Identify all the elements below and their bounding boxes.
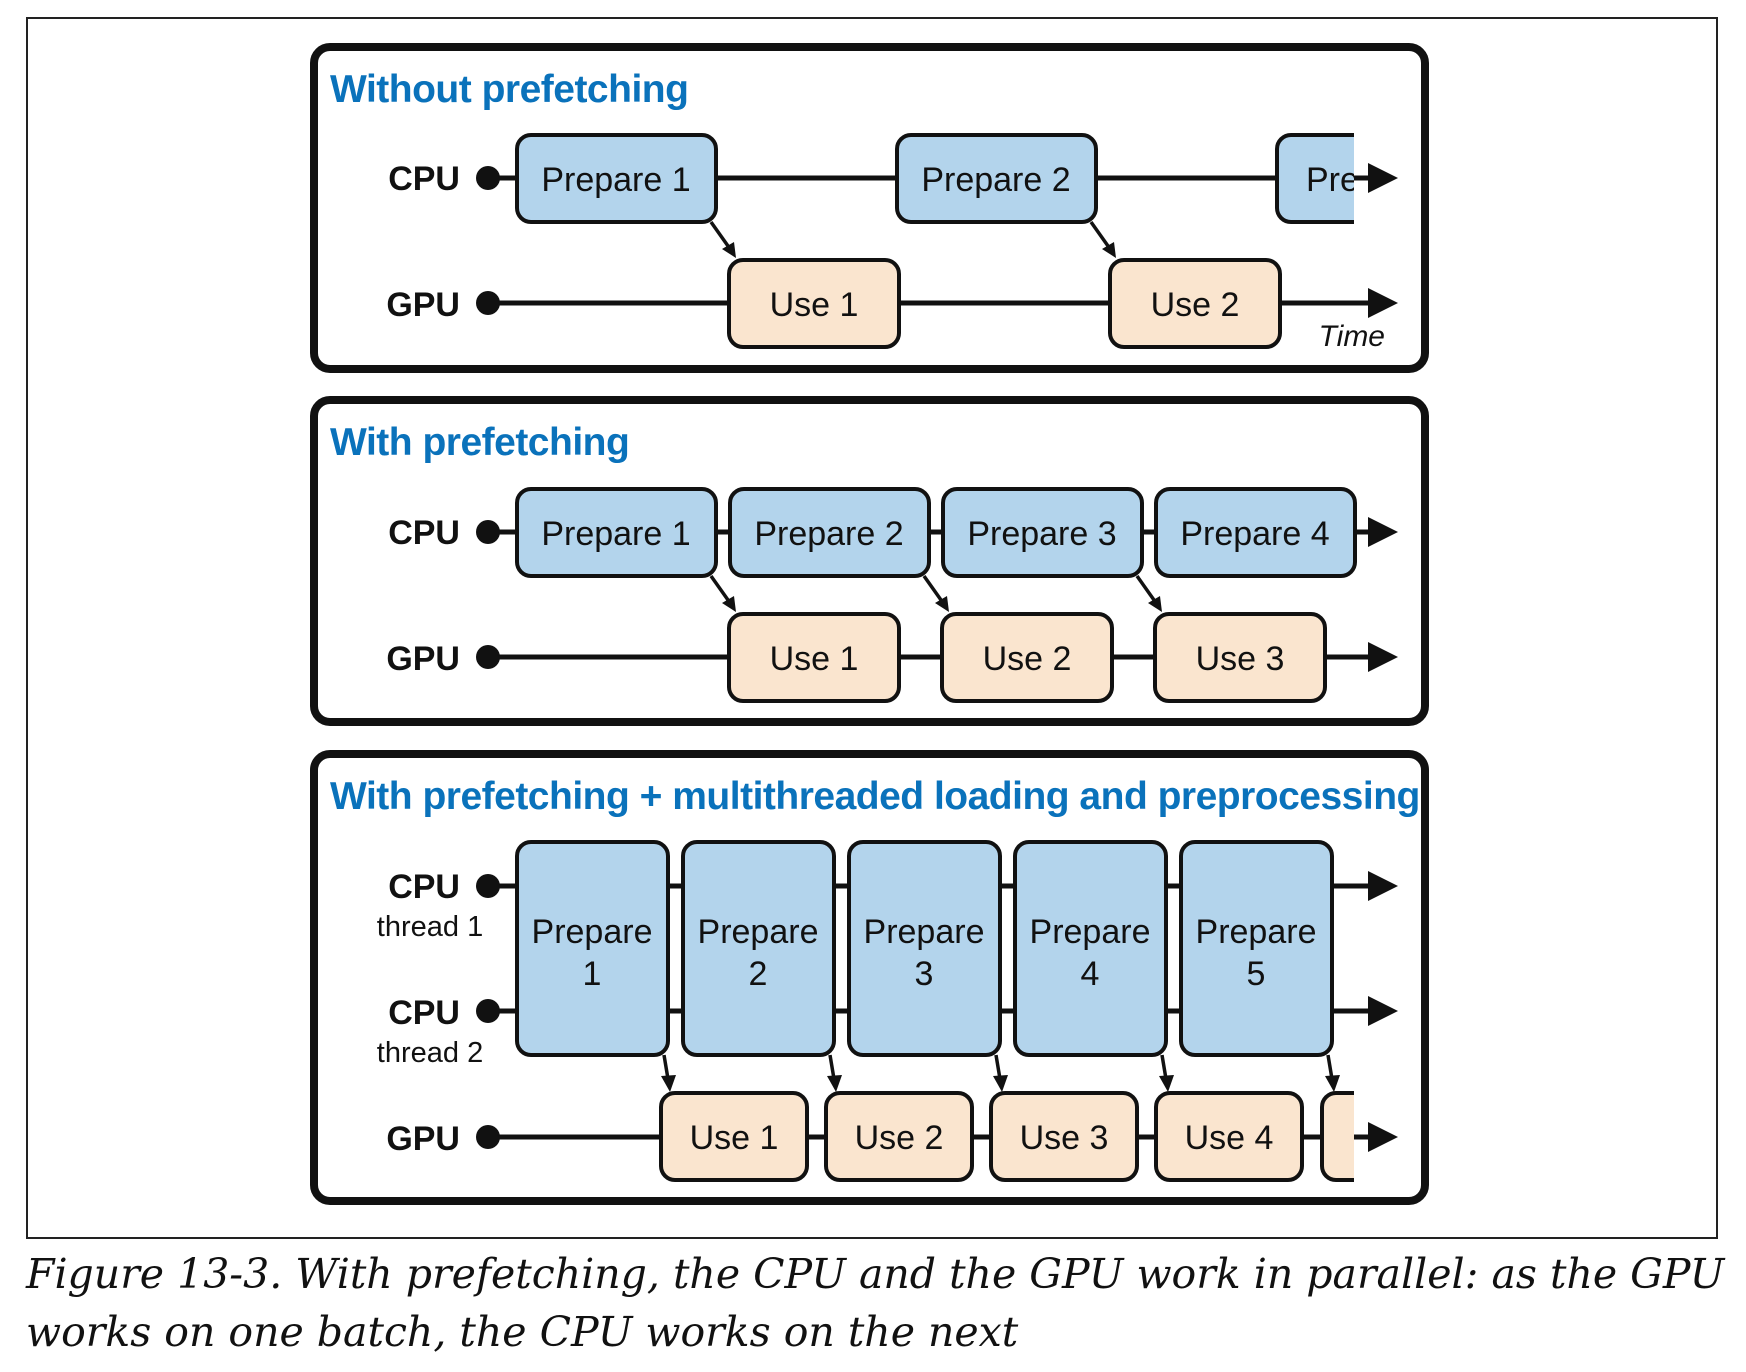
prepare-label: Prepare 2 — [754, 515, 903, 553]
use-label: Use 1 — [690, 1119, 779, 1157]
time-axis-label: Time — [1319, 320, 1385, 353]
timeline-arrowhead — [1368, 163, 1398, 193]
dependency-arrowhead — [935, 596, 949, 612]
use-label: Use 1 — [770, 640, 859, 678]
use-box — [824, 1091, 974, 1182]
dependency-arrow — [709, 574, 730, 602]
figure-caption: Figure 13-3. With prefetching, the CPU a… — [26, 1250, 1725, 1356]
prepare-label-line2: 4 — [1081, 955, 1100, 993]
prepare-box-tall — [1013, 840, 1168, 1057]
row-label-gpu: GPU — [386, 286, 460, 324]
use-box — [1108, 258, 1282, 349]
prepare-box-partial — [1275, 133, 1354, 224]
timeline-arrowhead — [1368, 1122, 1398, 1152]
row-label-cpu: CPU — [388, 160, 460, 198]
row-label-cpu: CPU — [388, 994, 460, 1032]
prepare-box — [1154, 487, 1357, 578]
dependency-arrow — [994, 1054, 1002, 1080]
prepare-label: Prepare 1 — [541, 161, 690, 199]
prepare-box-tall — [1179, 840, 1334, 1057]
dependency-arrowhead — [722, 242, 736, 258]
use-box — [1153, 612, 1327, 703]
panel-title: With prefetching + multithreaded loading… — [330, 775, 1420, 818]
dependency-arrow — [922, 574, 943, 602]
timeline-arrowhead — [1368, 517, 1398, 547]
use-label: Use 2 — [855, 1119, 944, 1157]
dependency-arrow — [709, 220, 730, 248]
prepare-label-line2: 2 — [749, 955, 768, 993]
dependency-arrow — [1135, 574, 1156, 602]
dependency-arrowhead — [1148, 596, 1162, 612]
prepare-box — [515, 133, 718, 224]
use-label: Use 4 — [1185, 1119, 1274, 1157]
use-box — [989, 1091, 1139, 1182]
dependency-arrow — [1089, 220, 1110, 248]
figure-frame — [26, 17, 1718, 1239]
prepare-label: Prepare 3 — [967, 515, 1116, 553]
dependency-arrow — [828, 1054, 836, 1080]
prepare-box-tall — [515, 840, 670, 1057]
dependency-arrow — [662, 1054, 670, 1080]
prepare-box — [515, 487, 718, 578]
use-box — [727, 612, 901, 703]
dependency-arrowhead — [661, 1075, 676, 1092]
dependency-arrowhead — [827, 1075, 842, 1092]
prepare-label-line2: 1 — [583, 955, 602, 993]
dependency-arrowhead — [1325, 1075, 1340, 1092]
prepare-label: Prepare 2 — [921, 161, 1070, 199]
prepare-label-partial: Pre — [1306, 161, 1359, 199]
prepare-label: Prepare 1 — [541, 515, 690, 553]
timeline-arrowhead — [1368, 996, 1398, 1026]
use-label: Use 3 — [1020, 1119, 1109, 1157]
dependency-arrowhead — [1159, 1075, 1174, 1092]
use-box — [659, 1091, 809, 1182]
use-box — [727, 258, 901, 349]
prepare-label-line2: 3 — [915, 955, 934, 993]
use-label: Use 2 — [1151, 286, 1240, 324]
prepare-box — [941, 487, 1144, 578]
panel-without-prefetching: Without prefetching CPU Prepare 1 Prepar… — [310, 43, 1429, 373]
dependency-arrowhead — [1102, 242, 1116, 258]
timeline-arrowhead — [1368, 288, 1398, 318]
dependency-arrow — [1326, 1054, 1334, 1080]
use-label: Use 2 — [983, 640, 1072, 678]
prepare-label-line1: Prepare — [698, 913, 819, 951]
prepare-box-tall — [681, 840, 836, 1057]
panel-with-prefetching: With prefetching CPU Prepare 1 Prepare 2… — [310, 396, 1429, 726]
panel-title: Without prefetching — [330, 68, 688, 111]
panel-title: With prefetching — [330, 421, 629, 464]
row-sublabel-thread: thread 1 — [377, 911, 483, 943]
row-label-cpu: CPU — [388, 514, 460, 552]
dependency-arrowhead — [722, 596, 736, 612]
row-label-cpu: CPU — [388, 868, 460, 906]
prepare-label-line1: Prepare — [1196, 913, 1317, 951]
timeline-arrowhead — [1368, 642, 1398, 672]
prepare-label-line2: 5 — [1247, 955, 1266, 993]
prepare-box — [728, 487, 931, 578]
use-box-partial — [1320, 1091, 1354, 1182]
dependency-arrowhead — [993, 1075, 1008, 1092]
prepare-box — [895, 133, 1098, 224]
use-label: Use 3 — [1196, 640, 1285, 678]
prepare-label-line1: Prepare — [864, 913, 985, 951]
row-sublabel-thread: thread 2 — [377, 1037, 483, 1069]
row-label-gpu: GPU — [386, 1120, 460, 1158]
prepare-label-line1: Prepare — [532, 913, 653, 951]
use-box — [1154, 1091, 1304, 1182]
dependency-arrow — [1160, 1054, 1168, 1080]
use-box — [940, 612, 1114, 703]
panel-with-prefetching-multithreaded: With prefetching + multithreaded loading… — [310, 750, 1429, 1205]
row-label-gpu: GPU — [386, 640, 460, 678]
prepare-label: Prepare 4 — [1180, 515, 1329, 553]
use-label: Use 1 — [770, 286, 859, 324]
prepare-label-line1: Prepare — [1030, 913, 1151, 951]
prepare-box-tall — [847, 840, 1002, 1057]
timeline-arrowhead — [1368, 871, 1398, 901]
